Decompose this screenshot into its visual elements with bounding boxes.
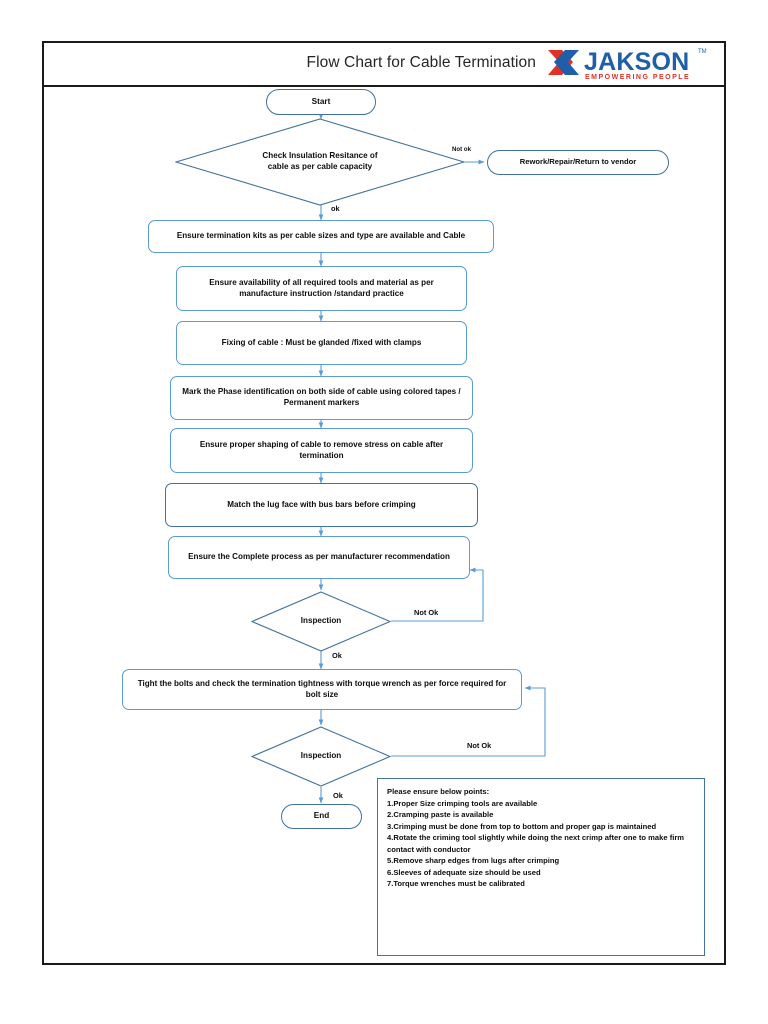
decision-shape (251, 591, 391, 652)
node-tools-materials: Ensure availability of all required tool… (176, 266, 467, 311)
jakson-wordmark: JAKSON (584, 48, 689, 76)
node-termination-kits: Ensure termination kits as per cable siz… (148, 220, 494, 253)
node-match-lug-face: Match the lug face with bus bars before … (165, 483, 478, 527)
decision-shape (251, 726, 391, 787)
edge-label-inspection1-ok: Ok (332, 651, 342, 660)
edge-label-check-notok: Not ok (452, 146, 471, 153)
jakson-trademark: TM (698, 49, 707, 55)
edge-label-check-ok: ok (331, 204, 340, 213)
node-phase-identification-label: Mark the Phase identification on both si… (182, 387, 461, 407)
node-cable-shaping-label: Ensure proper shaping of cable to remove… (199, 439, 444, 460)
node-fixing-cable: Fixing of cable : Must be glanded /fixed… (176, 321, 467, 365)
node-tighten-bolts-label: Tight the bolts and check the terminatio… (137, 678, 507, 699)
decision-shape (175, 118, 465, 206)
title-band: Flow Chart for Cable Termination JAKSON … (42, 41, 726, 87)
notes-heading: Please ensure below points: (387, 787, 490, 796)
node-end: End (281, 804, 362, 829)
node-end-label: End (313, 811, 330, 821)
notes-panel: Please ensure below points: 1.Proper Siz… (377, 778, 705, 956)
page-title: Flow Chart for Cable Termination (306, 54, 536, 71)
edge-label-inspection2-ok: Ok (333, 791, 343, 800)
node-tools-materials-label: Ensure availability of all required tool… (209, 277, 434, 298)
node-start: Start (266, 89, 376, 115)
node-inspection-1: Inspection (251, 591, 391, 652)
node-cable-shaping: Ensure proper shaping of cable to remove… (170, 428, 473, 473)
node-fixing-cable-label: Fixing of cable : Must be glanded /fixed… (221, 337, 422, 347)
node-inspection-2: Inspection (251, 726, 391, 787)
node-complete-process-label: Ensure the Complete process as per manuf… (188, 552, 450, 562)
node-complete-process: Ensure the Complete process as per manuf… (168, 536, 470, 579)
notes-item-7: 7.Torque wrenches must be calibrated (387, 879, 525, 889)
node-tighten-bolts: Tight the bolts and check the terminatio… (122, 669, 522, 710)
notes-item-1: 1.Proper Size crimping tools are availab… (387, 798, 538, 808)
node-rework-label: Rework/Repair/Return to vendor (519, 157, 637, 167)
notes-item-4: 4.Rotate the criming tool slightly while… (387, 833, 685, 854)
notes-item-6: 6.Sleeves of adequate size should be use… (387, 867, 541, 877)
jakson-logo: JAKSON TM EMPOWERING PEOPLE (548, 48, 707, 81)
node-termination-kits-label: Ensure termination kits as per cable siz… (176, 231, 466, 241)
edge-label-inspection1-notok: Not Ok (414, 608, 439, 617)
jakson-tagline: EMPOWERING PEOPLE (585, 74, 690, 81)
notes-item-5: 5.Remove sharp edges from lugs after cri… (387, 856, 560, 866)
notes-item-3: 3.Crimping must be done from top to bott… (387, 821, 657, 831)
notes-item-2: 2.Cramping paste is available (387, 810, 494, 820)
node-match-lug-face-label: Match the lug face with bus bars before … (227, 499, 416, 509)
node-phase-identification: Mark the Phase identification on both si… (170, 376, 473, 420)
jakson-mark-icon (548, 50, 579, 75)
node-start-label: Start (311, 96, 331, 106)
edge-label-inspection2-notok: Not Ok (467, 741, 492, 750)
node-rework: Rework/Repair/Return to vendor (487, 150, 669, 175)
